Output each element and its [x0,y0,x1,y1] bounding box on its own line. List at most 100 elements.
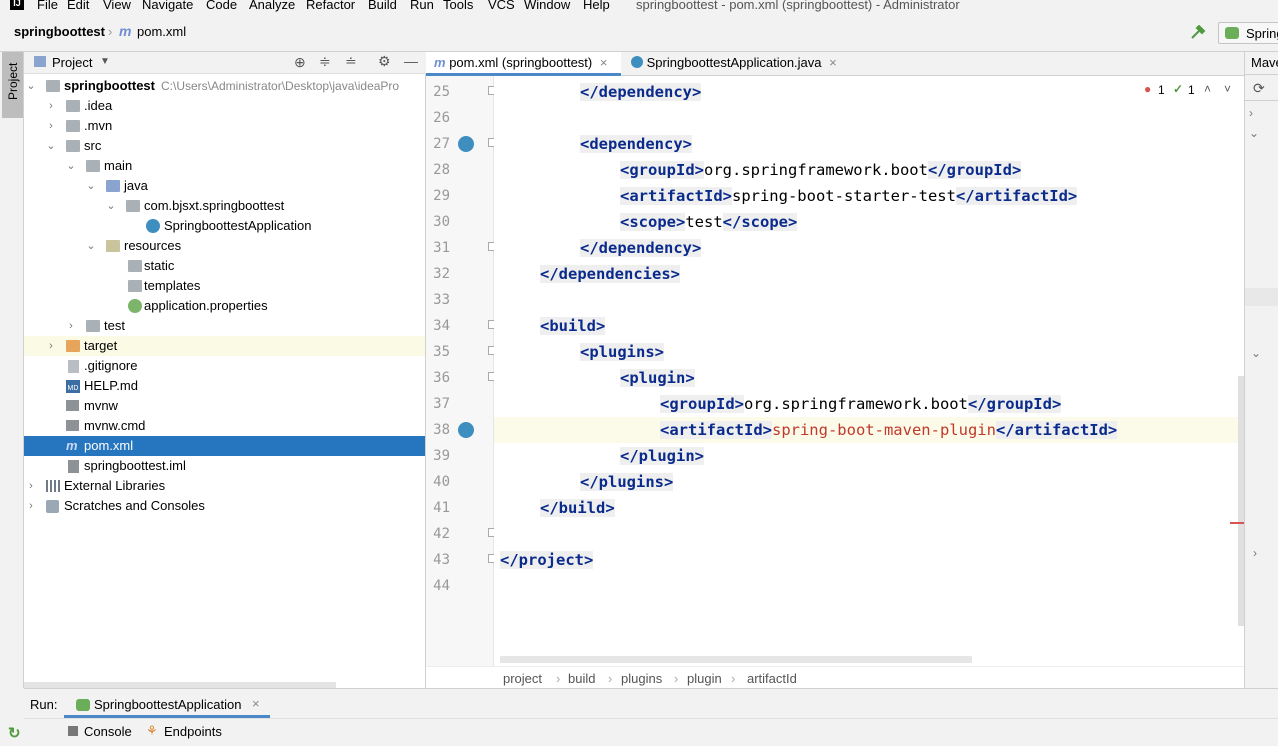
menu-file[interactable]: File [37,0,58,12]
selected-row[interactable] [1245,288,1278,306]
chevron-down-icon[interactable]: ⌄ [1249,126,1260,140]
chevron-down-icon[interactable]: ⌄ [66,160,76,172]
tab-console[interactable]: Console [84,724,132,739]
menu-vcs[interactable]: VCS [488,0,515,12]
build-hammer-icon[interactable] [1190,25,1206,41]
tree-item-package[interactable]: ⌄ com.bjsxt.springboottest [24,196,425,216]
chevron-right-icon[interactable]: › [49,100,53,112]
chevron-down-icon[interactable]: ⌄ [86,180,96,192]
error-stripe-marker[interactable] [1230,522,1244,524]
breadcrumb-item[interactable]: build [568,671,596,686]
menu-analyze[interactable]: Analyze [249,0,296,12]
tree-item-springboottest[interactable]: ⌄ springboottest C:\Users\Administrator\… [24,76,425,96]
xml-tag: </groupId> [927,161,1022,179]
tree-item-pom-xml[interactable]: m pom.xml [24,436,425,456]
chevron-right-icon[interactable]: › [49,120,53,132]
close-icon[interactable]: × [829,55,837,70]
chevron-down-icon[interactable]: ⌄ [46,140,56,152]
gear-icon[interactable]: ⚙ [378,53,391,69]
tree-item-help-md[interactable]: MD HELP.md [24,376,425,396]
tree-item-springboottest-iml[interactable]: springboottest.iml [24,456,425,476]
chevron-down-icon[interactable]: ⌄ [86,240,96,252]
scrollbar-thumb[interactable] [1238,376,1244,626]
resources-folder-icon [106,240,120,252]
run-config-selector[interactable]: Spring [1218,22,1278,44]
tree-item-application-properties[interactable]: application.properties [24,296,425,316]
code-line-29: <artifactId>spring-boot-starter-test</ar… [620,183,1078,209]
chevron-down-icon[interactable]: ˅ [1224,82,1232,96]
tab-pom-xml[interactable]: m pom.xml (springboottest) × [426,52,621,76]
menu-refactor[interactable]: Refactor [306,0,356,12]
tree-item-mvnw[interactable]: mvnw [24,396,425,416]
menu-edit[interactable]: Edit [67,0,90,12]
chevron-down-icon[interactable]: ⌄ [106,200,116,212]
tab-springboottestapplication[interactable]: SpringboottestApplication.java × [623,52,853,76]
tree-item-idea[interactable]: › .idea [24,96,425,116]
tree-item-mvn[interactable]: › .mvn [24,116,425,136]
tree-item-mvnw-cmd[interactable]: mvnw.cmd [24,416,425,436]
tab-endpoints[interactable]: Endpoints [164,724,222,739]
maven-override-icon[interactable] [458,136,474,152]
tree-item-resources[interactable]: ⌄ resources [24,236,425,256]
tree-item-gitignore[interactable]: .gitignore [24,356,425,376]
console-icon [68,726,78,736]
menu-help[interactable]: Help [583,0,610,12]
breadcrumb-item[interactable]: artifactId [747,671,797,686]
breadcrumb-item[interactable]: plugins [621,671,663,686]
chevron-right-icon[interactable]: › [69,320,73,332]
nav-project-crumb[interactable]: springboottest [14,24,105,39]
tree-item-scratches[interactable]: › Scratches and Consoles [24,496,425,516]
menu-build[interactable]: Build [368,0,397,12]
chevron-down-icon[interactable]: ⌄ [1251,346,1262,360]
chevron-right-icon[interactable]: › [1249,106,1253,120]
tree-item-src[interactable]: ⌄ src [24,136,425,156]
run-config-tab[interactable]: SpringboottestApplication × [64,691,270,718]
rerun-icon[interactable]: ↻ [8,725,21,742]
hide-panel-icon[interactable]: — [404,53,418,69]
tree-item-static[interactable]: static [24,256,425,276]
chevron-right-icon[interactable]: › [1253,546,1257,560]
horizontal-scrollbar[interactable] [500,656,972,663]
editor-scrollbar[interactable] [1238,76,1244,666]
chevron-right-icon[interactable]: › [29,480,33,492]
maven-override-icon[interactable] [458,422,474,438]
chevron-down-icon[interactable]: ▼ [100,56,110,67]
breadcrumb-item[interactable]: project [503,671,543,686]
menu-view[interactable]: View [103,0,131,12]
tree-item-test[interactable]: › test [24,316,425,336]
tree-item-templates[interactable]: templates [24,276,425,296]
menu-window[interactable]: Window [524,0,571,12]
inspection-widget[interactable]: ● 1 ✓ 1 ˄ ˅ [1142,82,1234,100]
line-number: 43 [433,552,450,568]
breadcrumb-item[interactable]: plugin [687,671,722,686]
chevron-right-icon[interactable]: › [49,340,53,352]
chevron-down-icon[interactable]: ⌄ [26,80,36,92]
maven-panel-title[interactable]: Mave [1251,55,1278,70]
tree-item-java[interactable]: ⌄ java [24,176,425,196]
tree-item-springboottestapplication[interactable]: SpringboottestApplication [24,216,425,236]
code-editor[interactable]: </dependency> <dependency> <groupId>org.… [494,76,1238,666]
line-number: 31 [433,240,450,256]
xml-tag: <scope> [620,213,686,231]
project-tool-tab[interactable]: Project [2,52,23,118]
folder-icon [128,260,142,272]
tree-label: .gitignore [84,358,138,373]
chevron-right-icon[interactable]: › [29,500,33,512]
tree-item-external-libraries[interactable]: › External Libraries [24,476,425,496]
project-view-title[interactable]: Project [52,55,93,70]
close-icon[interactable]: × [252,696,260,711]
collapse-all-icon[interactable]: ≐ [345,53,357,69]
horizontal-scrollbar[interactable] [24,682,336,688]
tree-item-target[interactable]: › target [24,336,425,356]
expand-all-icon[interactable]: ≑ [319,53,331,69]
menu-tools[interactable]: Tools [443,0,474,12]
chevron-up-icon[interactable]: ˄ [1204,82,1212,96]
tree-item-main[interactable]: ⌄ main [24,156,425,176]
locate-icon[interactable]: ⊕ [294,54,306,70]
nav-file-crumb[interactable]: pom.xml [137,24,187,39]
menu-navigate[interactable]: Navigate [142,0,194,12]
menu-code[interactable]: Code [206,0,238,12]
menu-run[interactable]: Run [410,0,434,12]
refresh-icon[interactable]: ⟳ [1253,80,1265,96]
close-icon[interactable]: × [599,55,608,70]
